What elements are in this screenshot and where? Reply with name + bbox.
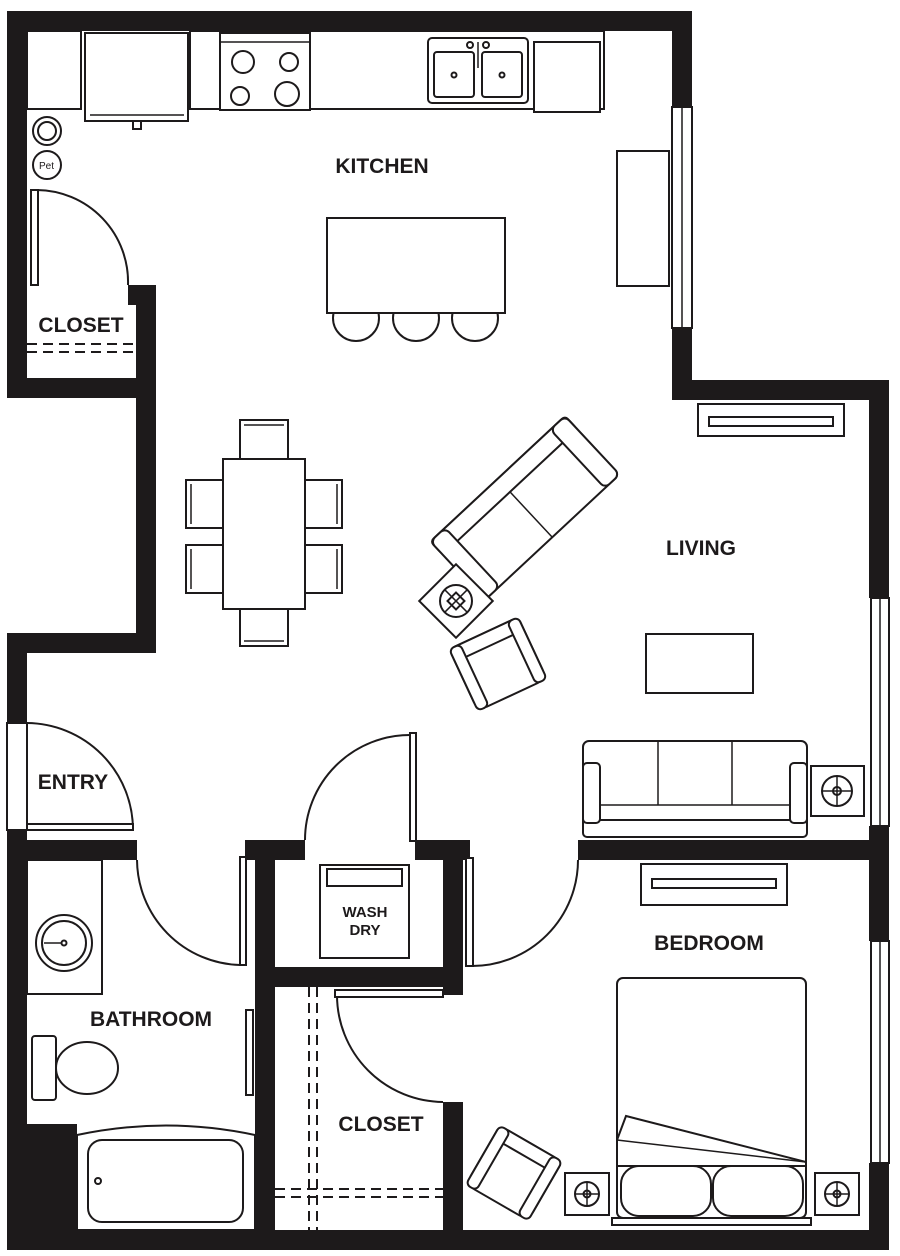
side-table-lamp xyxy=(417,562,495,640)
tv-console xyxy=(697,403,845,437)
stove-icon xyxy=(219,32,311,111)
room-label-closet-bottom: CLOSET xyxy=(338,1113,423,1136)
bathroom-door xyxy=(136,856,247,966)
sink-icon xyxy=(427,37,529,104)
angled-sofa xyxy=(431,416,619,599)
dresser xyxy=(640,863,788,906)
bedroom-door xyxy=(465,857,579,967)
pet-label: Pet xyxy=(39,161,54,172)
bathtub xyxy=(76,1124,256,1231)
entry-door xyxy=(26,722,134,831)
room-label-kitchen: KITCHEN xyxy=(335,155,428,178)
sofa xyxy=(582,740,808,838)
windows xyxy=(6,106,890,1164)
pet-feeder-icon: Pet xyxy=(32,116,62,180)
nightstand-left xyxy=(564,1172,610,1216)
bath-window-pane xyxy=(245,1009,254,1096)
pantry-cabinet xyxy=(616,150,670,287)
laundry-door xyxy=(304,732,417,842)
closet-bottom xyxy=(275,987,444,1230)
washer-dryer: WASH DRY xyxy=(319,864,410,959)
bed xyxy=(611,977,812,1226)
room-label-closet-top: CLOSET xyxy=(38,314,123,337)
armchair xyxy=(449,617,547,711)
room-labels: KITCHEN LIVING CLOSET ENTRY BATHROOM CLO… xyxy=(38,155,764,1136)
refrigerator-icon xyxy=(84,32,189,130)
washer-label: WASH xyxy=(343,904,388,921)
dishwasher-icon xyxy=(533,41,601,113)
room-label-bathroom: BATHROOM xyxy=(90,1008,212,1031)
dining-table xyxy=(185,419,343,647)
bedroom-armchair xyxy=(466,1126,562,1220)
dryer-label: DRY xyxy=(349,922,380,939)
nightstand-right xyxy=(814,1172,860,1216)
closet-top xyxy=(27,189,136,353)
room-label-bedroom: BEDROOM xyxy=(654,932,764,955)
vanity-sink xyxy=(26,859,103,995)
toilet xyxy=(31,1035,119,1101)
room-label-living: LIVING xyxy=(666,537,736,560)
coffee-table xyxy=(645,633,754,694)
walls xyxy=(7,11,889,1250)
end-table-lamp xyxy=(810,765,865,817)
room-label-entry: ENTRY xyxy=(38,771,108,794)
kitchen-island xyxy=(326,217,506,342)
